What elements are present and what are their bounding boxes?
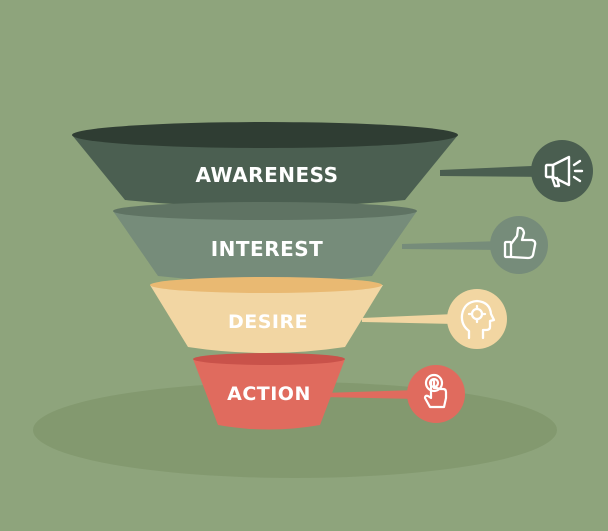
desire-rim xyxy=(150,277,382,293)
action-label: ACTION xyxy=(227,383,311,405)
megaphone-icon xyxy=(531,140,593,202)
thumbs-up-icon xyxy=(490,216,548,274)
awareness-label: AWARENESS xyxy=(195,163,338,187)
stage-interest: INTEREST xyxy=(113,202,548,282)
head-idea-icon xyxy=(447,289,507,349)
desire-band xyxy=(150,285,383,353)
awareness-rim xyxy=(72,122,458,148)
interest-rim xyxy=(113,202,417,220)
pointer-click-icon xyxy=(407,365,465,423)
stage-desire: DESIRE xyxy=(150,277,507,353)
interest-band xyxy=(113,211,417,282)
interest-connector xyxy=(402,241,502,250)
desire-connector xyxy=(362,314,455,324)
awareness-band xyxy=(72,135,458,207)
awareness-connector xyxy=(440,165,555,177)
stage-awareness: AWARENESS xyxy=(72,122,593,207)
desire-label: DESIRE xyxy=(228,311,308,333)
stage-action: ACTION xyxy=(193,353,465,430)
action-connector xyxy=(322,390,418,399)
action-rim xyxy=(193,353,345,365)
action-band xyxy=(193,359,345,430)
interest-label: INTEREST xyxy=(211,237,324,261)
